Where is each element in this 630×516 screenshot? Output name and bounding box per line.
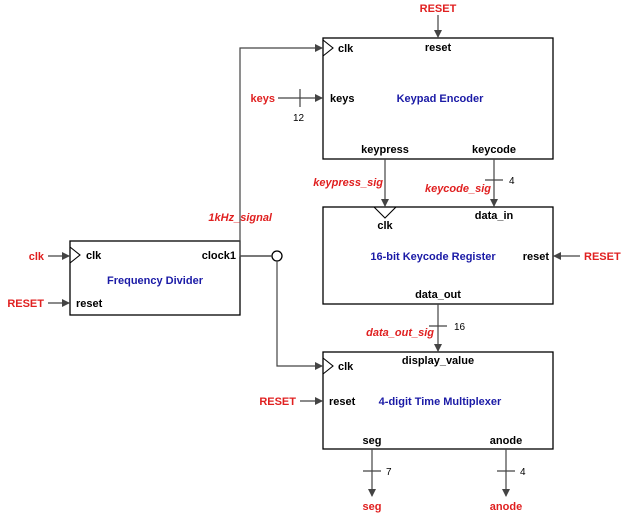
keypad-port-keycode: keycode bbox=[472, 144, 516, 156]
keycode-register-block: clk data_in reset 16-bit Keycode Registe… bbox=[322, 206, 554, 305]
clock-junction bbox=[271, 250, 283, 262]
time-multiplexer-block: clk display_value reset 4-digit Time Mul… bbox=[322, 351, 554, 450]
1khz-signal-label: 1kHz_signal bbox=[208, 212, 273, 224]
divider-clock-edge-icon bbox=[69, 246, 81, 264]
multiplexer-port-display-value: display_value bbox=[402, 355, 474, 367]
multiplexer-port-anode: anode bbox=[490, 435, 522, 447]
register-port-clk: clk bbox=[377, 220, 393, 232]
wire-1khz-keypad bbox=[239, 44, 323, 257]
multiplexer-port-reset: reset bbox=[329, 396, 356, 408]
reset-register-label: RESET bbox=[584, 251, 621, 263]
keypress-sig-label: keypress_sig bbox=[313, 177, 383, 189]
bus-width-data-out: 16 bbox=[454, 322, 466, 333]
keypad-encoder-block: clk reset keys Keypad Encoder keypress k… bbox=[322, 37, 554, 160]
multiplexer-port-seg: seg bbox=[363, 435, 382, 447]
register-port-data-in: data_in bbox=[475, 210, 514, 222]
bus-width-keys: 12 bbox=[293, 113, 305, 124]
time-multiplexer-title: 4-digit Time Multiplexer bbox=[379, 396, 502, 408]
divider-port-clock1: clock1 bbox=[202, 250, 236, 262]
multiplexer-port-clk: clk bbox=[338, 361, 354, 373]
clk-input-label: clk bbox=[29, 251, 45, 263]
register-port-reset: reset bbox=[523, 251, 550, 263]
anode-output-label: anode bbox=[490, 501, 522, 513]
frequency-divider-title: Frequency Divider bbox=[107, 275, 204, 287]
keys-input-label: keys bbox=[251, 93, 275, 105]
keypad-port-reset: reset bbox=[425, 42, 452, 54]
divider-port-clk: clk bbox=[86, 250, 102, 262]
bus-width-anode: 4 bbox=[520, 467, 526, 478]
register-clock-edge-icon bbox=[373, 206, 397, 219]
keypad-port-keys: keys bbox=[330, 93, 354, 105]
keycode-sig-label: keycode_sig bbox=[425, 183, 491, 195]
divider-port-reset: reset bbox=[76, 298, 103, 310]
keypad-port-clk: clk bbox=[338, 43, 354, 55]
wire-1khz-multiplexer bbox=[276, 261, 323, 370]
seg-output-label: seg bbox=[363, 501, 382, 513]
reset-multiplexer-label: RESET bbox=[259, 396, 296, 408]
frequency-divider-block: clk reset clock1 Frequency Divider bbox=[69, 240, 241, 316]
bus-width-keycode: 4 bbox=[509, 176, 515, 187]
data-out-sig-label: data_out_sig bbox=[366, 327, 434, 339]
keycode-register-title: 16-bit Keycode Register bbox=[370, 251, 496, 263]
register-port-data-out: data_out bbox=[415, 289, 461, 301]
keypad-clock-edge-icon bbox=[322, 39, 334, 57]
keypad-encoder-title: Keypad Encoder bbox=[397, 93, 485, 105]
reset-top-label: RESET bbox=[420, 3, 457, 15]
bus-width-seg: 7 bbox=[386, 467, 392, 478]
multiplexer-clock-edge-icon bbox=[322, 357, 334, 375]
reset-divider-label: RESET bbox=[7, 298, 44, 310]
keypad-port-keypress: keypress bbox=[361, 144, 409, 156]
